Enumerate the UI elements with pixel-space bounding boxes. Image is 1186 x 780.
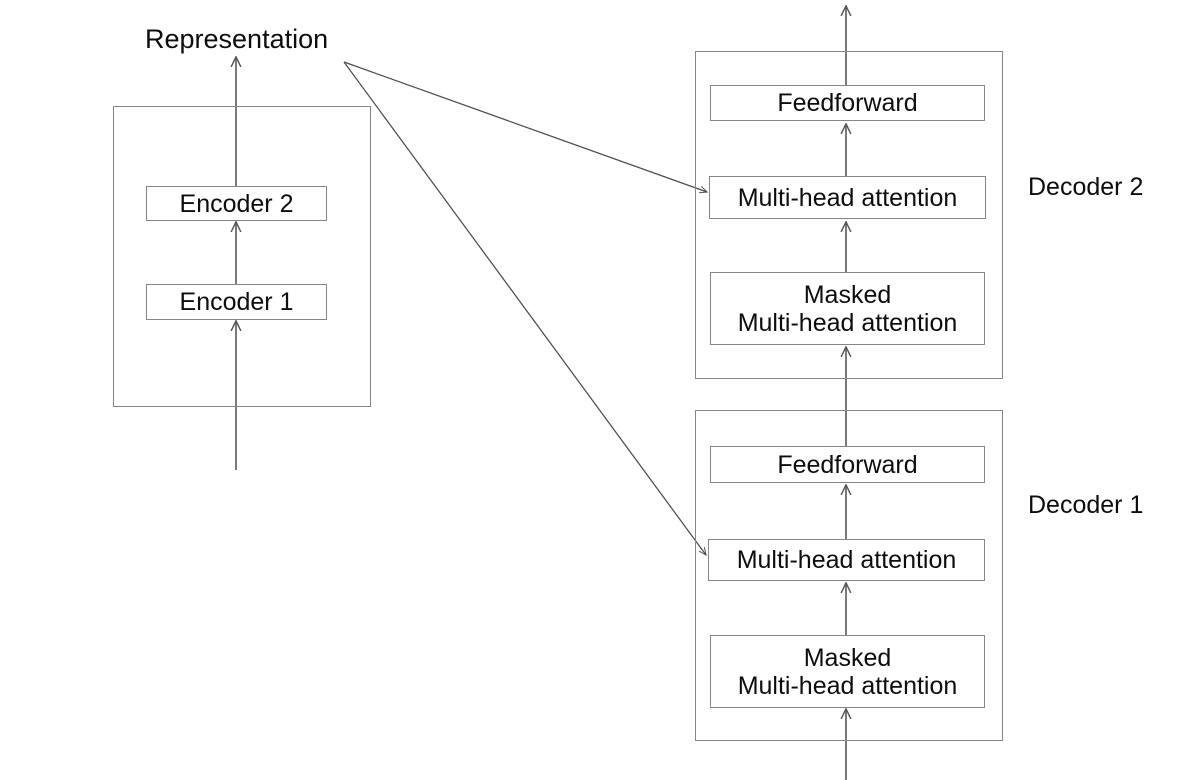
encoder-block-2[interactable]: Encoder 2 xyxy=(146,186,327,221)
decoder-2-feedforward[interactable]: Feedforward xyxy=(710,85,985,121)
decoder-2-multi-head-attention[interactable]: Multi-head attention xyxy=(709,176,986,219)
decoder-1-multi-head-attention[interactable]: Multi-head attention xyxy=(708,539,985,581)
representation-label: Representation xyxy=(145,24,329,54)
decoder-2-label: Decoder 2 xyxy=(1028,173,1144,201)
representation-to-decoder2-arrow xyxy=(343,61,707,192)
decoder-1-label: Decoder 1 xyxy=(1028,491,1144,519)
decoder-1-feedforward[interactable]: Feedforward xyxy=(710,446,985,483)
decoder-1-container xyxy=(695,410,1003,741)
encoder-stack-container xyxy=(113,106,371,407)
decoder-1-masked-multi-head-attention[interactable]: Masked Multi-head attention xyxy=(710,635,985,708)
representation-to-decoder1-arrow xyxy=(343,61,706,555)
encoder-block-1[interactable]: Encoder 1 xyxy=(146,284,327,320)
decoder-2-masked-multi-head-attention[interactable]: Masked Multi-head attention xyxy=(710,272,985,345)
